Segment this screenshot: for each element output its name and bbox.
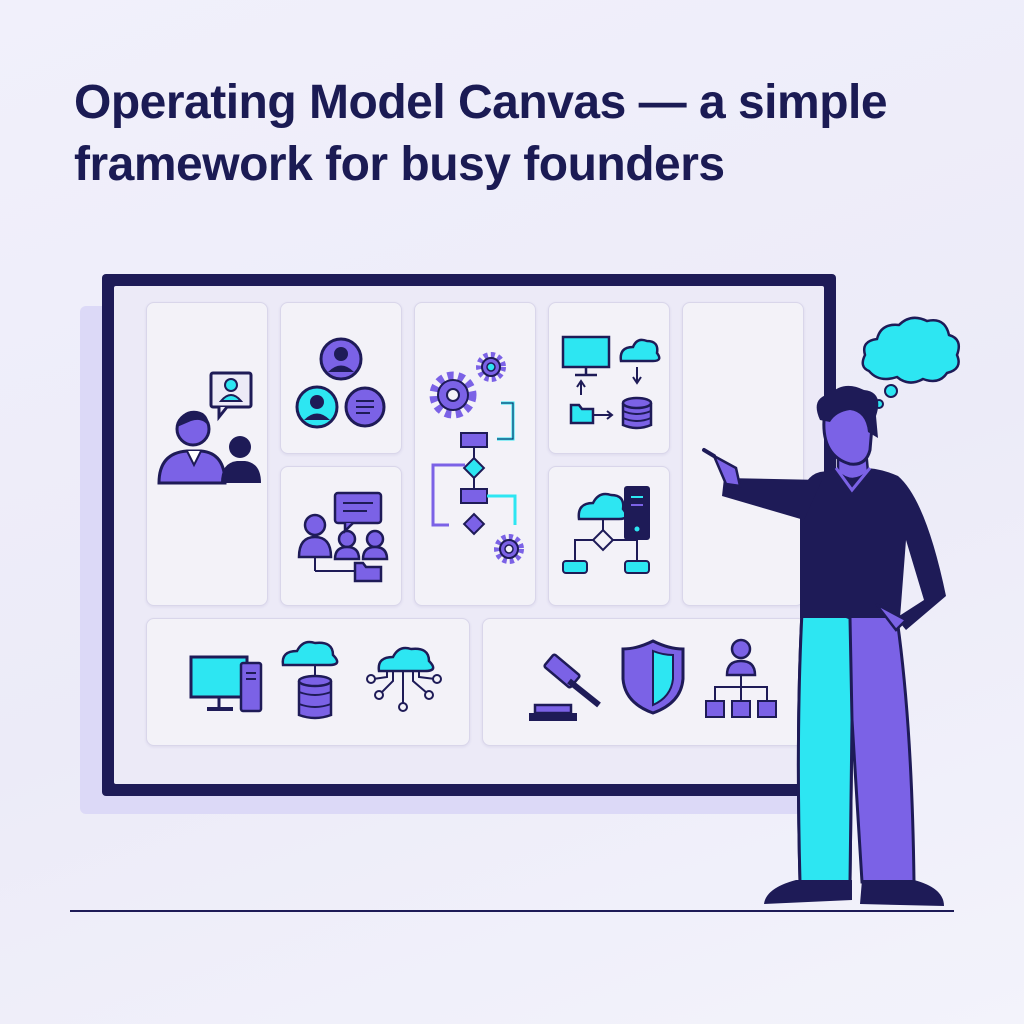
canvas-card-customers — [280, 302, 402, 454]
gear-icon — [476, 352, 506, 382]
chat-bubble-icon — [209, 371, 253, 422]
canvas-card-technology — [548, 466, 670, 606]
server-icon — [624, 486, 650, 540]
canvas-card-infrastructure — [146, 618, 470, 746]
network-icon — [562, 519, 650, 574]
canvas-card-governance — [482, 618, 806, 746]
canvas-card-organisation — [280, 466, 402, 606]
ground-line — [70, 910, 954, 912]
canvas-board-surface — [114, 286, 824, 784]
folder-icon — [353, 561, 383, 583]
gear-icon — [494, 534, 524, 564]
gear-icon — [429, 371, 477, 419]
flowchart-icon — [431, 401, 517, 536]
folder-icon — [569, 403, 595, 425]
canvas-board — [102, 274, 836, 796]
cloud-database-icon — [281, 640, 339, 720]
monitor-icon — [561, 335, 611, 377]
message-icon — [344, 386, 386, 428]
chat-bubble-icon — [333, 491, 383, 535]
database-icon — [621, 396, 653, 430]
page-title: Operating Model Canvas — a simple framew… — [74, 76, 888, 191]
cloud-network-icon — [366, 646, 442, 712]
canvas-card-information — [548, 302, 670, 454]
desktop-computer-icon — [189, 655, 263, 713]
person-icon — [157, 410, 261, 485]
org-chart-icon — [705, 638, 777, 718]
cloud-icon — [576, 338, 661, 420]
team-icon — [297, 513, 389, 572]
gavel-icon — [529, 653, 601, 721]
avatar-icon — [295, 337, 363, 429]
canvas-card-processes — [414, 302, 536, 606]
presenter-figure — [702, 385, 946, 906]
canvas-card-suppliers — [146, 302, 268, 606]
canvas-card-empty — [682, 302, 804, 606]
shield-icon — [621, 639, 685, 715]
